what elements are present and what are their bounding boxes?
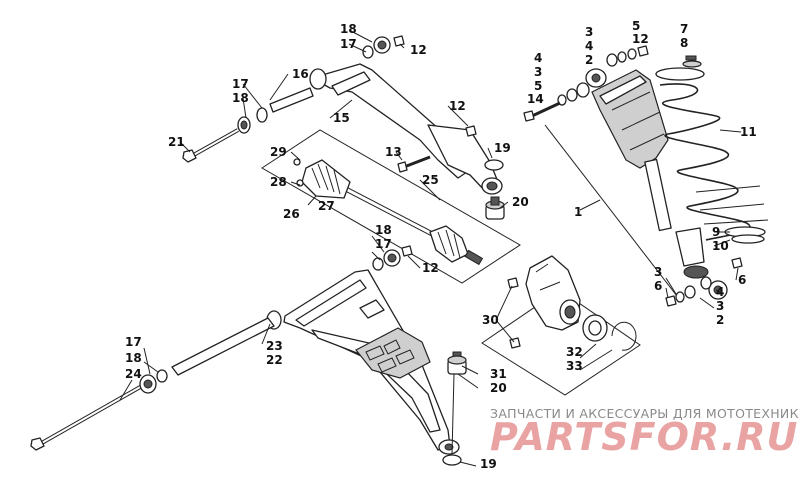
callout-4-bottom: 4: [716, 285, 724, 299]
callout-24: 24: [125, 367, 142, 381]
callout-4-left: 4: [534, 51, 542, 65]
callout-16: 16: [292, 67, 309, 81]
ring-19-upper: [484, 159, 504, 171]
callout-5-top: 5: [632, 19, 640, 33]
wheel-bearing: [582, 314, 637, 351]
coil-spring: [655, 67, 769, 244]
cv-axle: [293, 158, 484, 266]
axle-hardware: [372, 245, 413, 271]
shock-absorber: [585, 68, 709, 279]
ring-19-lower: [442, 454, 462, 466]
callout-28: 28: [270, 175, 287, 189]
callout-labels: 18 17 12 16 17 18 15 12 21 29 28 26 27 1…: [125, 19, 757, 471]
callout-23: 23: [266, 339, 283, 353]
callout-2-top: 2: [585, 53, 593, 67]
callout-3-left: 3: [534, 65, 542, 79]
callout-33: 33: [566, 359, 583, 373]
lower-pivot-tube: [171, 317, 275, 376]
leader-lines: [119, 29, 742, 467]
callout-5-left: 5: [534, 79, 542, 93]
callout-27: 27: [318, 199, 335, 213]
callout-12-axle: 12: [422, 261, 439, 275]
callout-17-left: 17: [232, 77, 249, 91]
callout-32: 32: [566, 345, 583, 359]
callout-17-lower: 17: [125, 335, 142, 349]
callout-21: 21: [168, 135, 185, 149]
callout-17-axle: 17: [375, 237, 392, 251]
shock-top-hardware: [523, 45, 649, 122]
callout-18-top: 18: [340, 22, 357, 36]
callout-4-top: 4: [585, 39, 593, 53]
axle-group-box: [261, 129, 521, 284]
callout-12-top: 12: [410, 43, 427, 57]
callout-18-axle: 18: [375, 223, 392, 237]
shock-leader: [544, 124, 681, 301]
callout-7: 7: [680, 22, 688, 36]
callout-11: 11: [740, 125, 757, 139]
callout-12-shock: 12: [632, 32, 649, 46]
callout-6-right: 6: [738, 273, 746, 287]
watermark-subtitle: ЗАПЧАСТИ И АКСЕССУАРЫ ДЛЯ МОТОТЕХНИКИ: [490, 406, 800, 421]
upper-arm-bushing-left: [237, 87, 314, 134]
callout-29: 29: [270, 145, 287, 159]
callout-3-top: 3: [585, 25, 593, 39]
callout-13: 13: [385, 145, 402, 159]
callout-25: 25: [422, 173, 439, 187]
callout-20-upper: 20: [512, 195, 529, 209]
callout-12-arm: 12: [449, 99, 466, 113]
callout-19-upper: 19: [494, 141, 511, 155]
callout-14: 14: [527, 92, 544, 106]
lower-arm-bushing-left: [139, 369, 168, 394]
upper-a-arm: [309, 63, 503, 195]
steering-knuckle: [507, 255, 581, 349]
bolt-21: [182, 128, 239, 163]
upper-arm-bushing-right: [362, 35, 405, 59]
callout-20-lower: 20: [490, 381, 507, 395]
callout-3-right: 3: [716, 299, 724, 313]
callout-1: 1: [574, 205, 582, 219]
callout-2-bottom: 2: [716, 313, 724, 327]
callout-9: 9: [712, 225, 720, 239]
ball-joint-20-lower: [447, 351, 467, 375]
watermark-brand: PARTSFOR.RU: [490, 415, 798, 459]
callout-31: 31: [490, 367, 507, 381]
spring-retainer-top: [682, 55, 702, 68]
nut-12: [465, 125, 477, 137]
callout-26: 26: [283, 207, 300, 221]
callout-6-left: 6: [654, 279, 662, 293]
bolt-24: [30, 384, 143, 451]
callout-15: 15: [333, 111, 350, 125]
callout-19-lower: 19: [480, 457, 497, 471]
shock-bottom-hardware: [665, 257, 743, 307]
callout-18-left: 18: [232, 91, 249, 105]
callout-30: 30: [482, 313, 499, 327]
callout-10: 10: [712, 239, 729, 253]
callout-17-top: 17: [340, 37, 357, 51]
callout-22: 22: [266, 353, 283, 367]
callout-18-lower: 18: [125, 351, 142, 365]
bolt-13: [397, 155, 431, 173]
lower-a-arm: [266, 269, 460, 455]
callout-8: 8: [680, 36, 688, 50]
callout-3-bottom: 3: [654, 265, 662, 279]
ball-joint-20-upper: [485, 196, 505, 220]
